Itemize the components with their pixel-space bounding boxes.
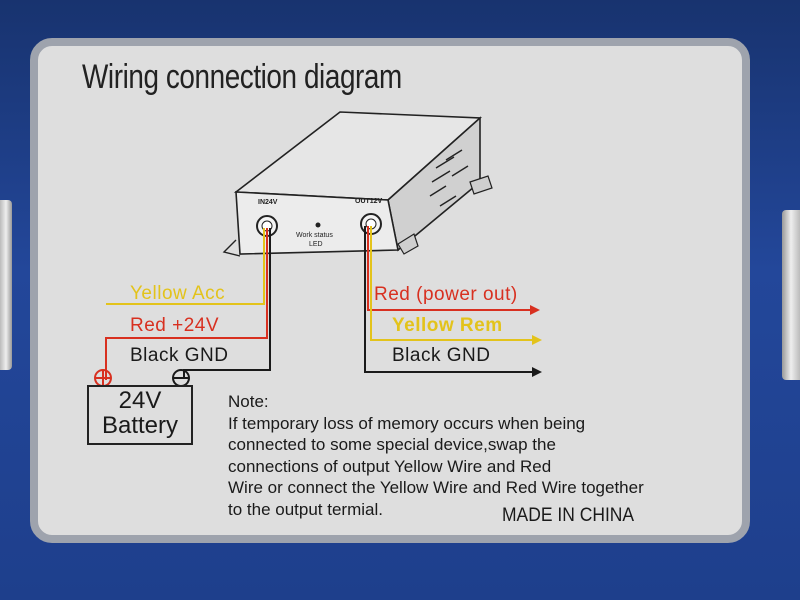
input-port-label: IN24V [258,199,278,206]
status-led [315,222,321,228]
battery-name: Battery [101,412,179,439]
output-red-label: Red (power out) [374,284,518,305]
left-clip [0,200,12,370]
note: Note: If temporary loss of memory occurs… [228,391,644,520]
label-panel [30,38,750,543]
note-heading: Note: [228,392,269,411]
battery-voltage: 24V [118,387,162,414]
output-black-label: Black GND [392,345,491,366]
input-red-label: Red +24V [130,315,220,336]
battery-label: 24V Battery [87,388,193,438]
diagram-title: Wiring connection diagram [82,58,402,96]
converter-device [222,111,493,257]
note-body: If temporary loss of memory occurs when … [228,413,644,519]
output-yellow-label: Yellow Rem [392,315,503,336]
battery [87,385,193,445]
led-label-line2: LED [309,241,323,248]
made-in-label: MADE IN CHINA [502,505,635,526]
input-wires [105,228,271,380]
input-black-label: Black GND [130,345,229,366]
output-wires [364,226,542,377]
output-port-label: OUT12V [355,198,383,205]
led-label-line1: Work status [296,232,333,239]
battery-terminals [94,369,190,387]
input-yellow-label: Yellow Acc [130,283,226,304]
right-clip [782,210,800,380]
